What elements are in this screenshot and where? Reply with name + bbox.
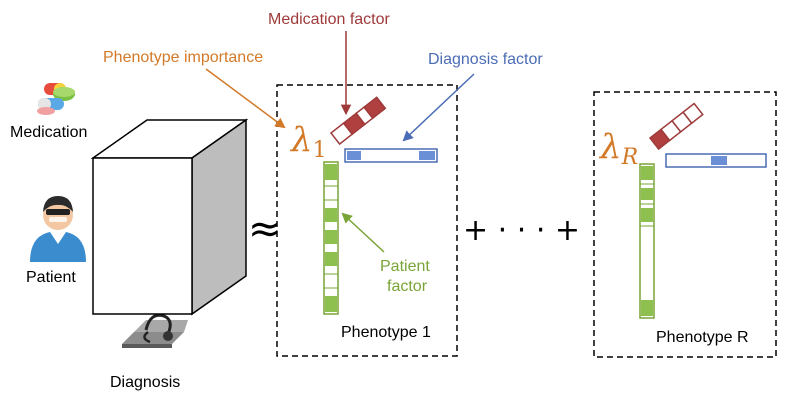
sum-ellipsis: + · · · +: [463, 213, 580, 248]
medication-factor-bar-r: [648, 102, 704, 151]
patient-icon: [30, 196, 86, 262]
patient-factor-label: Patient factor: [380, 258, 434, 295]
stethoscope-icon: [122, 313, 188, 348]
lambda-r-subscript: R: [621, 145, 639, 170]
diagnosis-label: Diagnosis: [110, 374, 180, 391]
patient-factor-label-line1: Patient: [380, 258, 430, 275]
patient-factor-label-line2: factor: [387, 278, 428, 295]
diagnosis-factor-bar-r: [665, 153, 767, 168]
medication-label: Medication: [10, 124, 87, 141]
patient-factor-arrow: [341, 212, 385, 253]
phenotype-r-box: [593, 91, 777, 358]
lambda-r-symbol: λ: [598, 127, 622, 167]
lambda-r: λR: [598, 127, 638, 170]
approx-symbol: ≈: [248, 206, 282, 252]
medication-factor-bar-1: [329, 96, 387, 146]
medication-factor-label: Medication factor: [268, 11, 391, 28]
patient-label: Patient: [26, 269, 76, 286]
phenotype-r-label: Phenotype R: [656, 329, 749, 346]
phenotype-1-box: [276, 84, 458, 357]
pills-icon: [37, 83, 75, 115]
lambda-1: λ1: [289, 120, 327, 163]
patient-factor-bar-1: [323, 161, 339, 315]
diagnosis-factor-label: Diagnosis factor: [428, 51, 543, 68]
phenotype-1-label: Phenotype 1: [341, 324, 431, 341]
tensor-cube: [90, 118, 249, 316]
lambda-1-subscript: 1: [313, 138, 327, 163]
phenotype-importance-label: Phenotype importance: [103, 49, 263, 66]
phenotype-importance-arrow: [205, 68, 286, 129]
patient-factor-bar-r: [639, 163, 655, 319]
diagnosis-factor-bar-1: [344, 148, 438, 163]
diagnosis-factor-arrow: [402, 73, 475, 142]
lambda-1-symbol: λ: [289, 120, 313, 160]
